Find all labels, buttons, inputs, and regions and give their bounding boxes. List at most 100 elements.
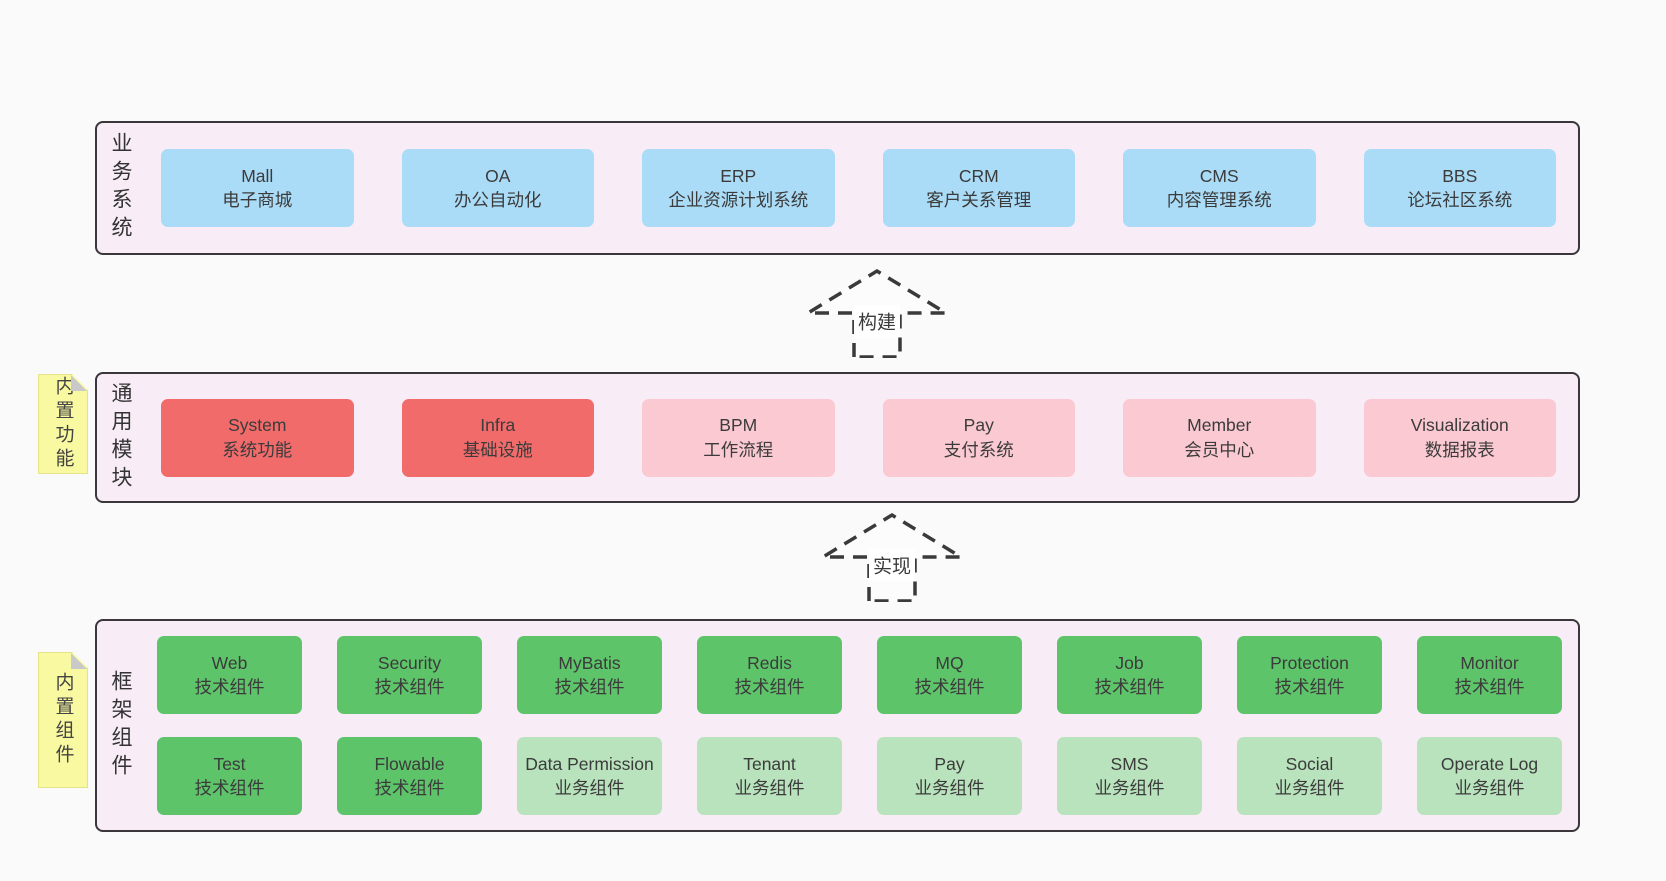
box-subtitle: 业务组件 — [734, 778, 805, 798]
box-job: Job 技术组件 — [1057, 636, 1202, 714]
folded-corner-icon — [71, 653, 87, 669]
box-title: ERP — [720, 165, 757, 186]
box-mq: MQ 技术组件 — [877, 636, 1022, 714]
box-title: Job — [1115, 652, 1144, 673]
box-visualization: Visualization 数据报表 — [1363, 398, 1556, 477]
box-title: Security — [377, 652, 442, 673]
box-protection: Protection 技术组件 — [1237, 636, 1382, 714]
sticky-note-built-in-components: 内置组件 — [38, 652, 88, 788]
framework-components-layer: 框架组件 Web 技术组件 Security 技术组件 MyBatis 技术组件… — [95, 619, 1580, 832]
implement-arrow: 实现 — [820, 510, 964, 602]
box-flowable: Flowable 技术组件 — [337, 737, 482, 815]
box-subtitle: 业务组件 — [1094, 778, 1165, 798]
box-pay-business: Pay 业务组件 — [877, 737, 1022, 815]
box-oa: OA 办公自动化 — [401, 149, 594, 227]
business-box-row: Mall 电子商城 OA 办公自动化 ERP 企业资源计划系统 CRM 客户关系… — [161, 149, 1556, 227]
box-title: CMS — [1199, 165, 1239, 186]
box-subtitle: 技术组件 — [914, 677, 985, 697]
components-row-2: Test 技术组件 Flowable 技术组件 Data Permission … — [157, 737, 1562, 815]
box-title: Protection — [1270, 652, 1349, 673]
box-title: SMS — [1110, 753, 1149, 774]
box-monitor: Monitor 技术组件 — [1417, 636, 1562, 714]
box-subtitle: 业务组件 — [554, 778, 625, 798]
box-system: System 系统功能 — [161, 398, 354, 477]
box-title: BBS — [1442, 165, 1478, 186]
box-title: Redis — [747, 652, 792, 673]
box-tenant: Tenant 业务组件 — [697, 737, 842, 815]
box-security: Security 技术组件 — [337, 636, 482, 714]
box-subtitle: 技术组件 — [1274, 677, 1345, 697]
sticky-note-text: 内置功能 — [52, 376, 74, 472]
box-subtitle: 业务组件 — [914, 778, 985, 798]
box-title: Pay — [963, 415, 994, 436]
box-mall: Mall 电子商城 — [161, 149, 354, 227]
box-title: Data Permission — [525, 753, 654, 774]
box-subtitle: 客户关系管理 — [926, 190, 1032, 210]
box-erp: ERP 企业资源计划系统 — [642, 149, 835, 227]
box-title: MyBatis — [558, 652, 621, 673]
modules-box-row: System 系统功能 Infra 基础设施 BPM 工作流程 Pay 支付系统… — [161, 398, 1556, 477]
box-pay: Pay 支付系统 — [882, 398, 1075, 477]
box-member: Member 会员中心 — [1123, 398, 1316, 477]
components-box-rows: Web 技术组件 Security 技术组件 MyBatis 技术组件 Redi… — [157, 636, 1562, 815]
sticky-note-text: 内置组件 — [52, 672, 74, 768]
box-subtitle: 技术组件 — [374, 778, 445, 798]
box-redis: Redis 技术组件 — [697, 636, 842, 714]
box-title: MQ — [935, 652, 964, 673]
box-title: Flowable — [374, 753, 445, 774]
box-cms: CMS 内容管理系统 — [1123, 149, 1316, 227]
box-test: Test 技术组件 — [157, 737, 302, 815]
box-subtitle: 论坛社区系统 — [1407, 190, 1513, 210]
box-infra: Infra 基础设施 — [401, 398, 594, 477]
implement-arrow-label: 实现 — [868, 549, 916, 581]
box-subtitle: 技术组件 — [1454, 677, 1525, 697]
layer-label-components: 框架组件 — [109, 669, 132, 782]
box-subtitle: 技术组件 — [194, 677, 265, 697]
layer-label-business: 业务系统 — [109, 132, 132, 244]
box-subtitle: 内容管理系统 — [1166, 190, 1272, 210]
box-title: Visualization — [1410, 415, 1509, 436]
box-web: Web 技术组件 — [157, 636, 302, 714]
box-title: Infra — [480, 415, 516, 436]
box-subtitle: 技术组件 — [1094, 677, 1165, 697]
box-subtitle: 技术组件 — [554, 677, 625, 697]
build-arrow-label: 构建 — [853, 305, 901, 337]
box-subtitle: 系统功能 — [222, 439, 293, 460]
box-title: Operate Log — [1440, 753, 1539, 774]
box-subtitle: 支付系统 — [943, 439, 1014, 460]
sticky-note-built-in-features: 内置功能 — [38, 374, 88, 474]
build-arrow: 构建 — [805, 266, 949, 358]
box-data-permission: Data Permission 业务组件 — [517, 737, 662, 815]
box-mybatis: MyBatis 技术组件 — [517, 636, 662, 714]
box-sms: SMS 业务组件 — [1057, 737, 1202, 815]
box-title: System — [228, 415, 287, 436]
box-subtitle: 企业资源计划系统 — [668, 190, 809, 210]
box-subtitle: 业务组件 — [1454, 778, 1525, 798]
business-systems-layer: 业务系统 Mall 电子商城 OA 办公自动化 ERP 企业资源计划系统 CRM… — [95, 121, 1580, 255]
box-crm: CRM 客户关系管理 — [882, 149, 1075, 227]
box-title: Mall — [241, 165, 274, 186]
box-subtitle: 会员中心 — [1184, 439, 1255, 460]
box-social: Social 业务组件 — [1237, 737, 1382, 815]
box-subtitle: 工作流程 — [703, 439, 774, 460]
box-subtitle: 基础设施 — [462, 439, 533, 460]
box-subtitle: 数据报表 — [1424, 439, 1495, 460]
box-subtitle: 业务组件 — [1274, 778, 1345, 798]
box-subtitle: 办公自动化 — [454, 190, 542, 210]
box-title: Web — [211, 652, 248, 673]
box-title: Test — [213, 753, 246, 774]
box-subtitle: 技术组件 — [734, 677, 805, 697]
box-title: Tenant — [743, 753, 796, 774]
box-subtitle: 技术组件 — [374, 677, 445, 697]
box-bpm: BPM 工作流程 — [642, 398, 835, 477]
box-subtitle: 技术组件 — [194, 778, 265, 798]
box-subtitle: 电子商城 — [222, 190, 293, 210]
box-title: CRM — [958, 165, 999, 186]
box-title: Member — [1187, 415, 1252, 436]
components-row-1: Web 技术组件 Security 技术组件 MyBatis 技术组件 Redi… — [157, 636, 1562, 714]
box-title: OA — [485, 165, 511, 186]
common-modules-layer: 通用模块 System 系统功能 Infra 基础设施 BPM 工作流程 Pay… — [95, 372, 1580, 503]
box-title: Monitor — [1460, 652, 1519, 673]
box-operate-log: Operate Log 业务组件 — [1417, 737, 1562, 815]
